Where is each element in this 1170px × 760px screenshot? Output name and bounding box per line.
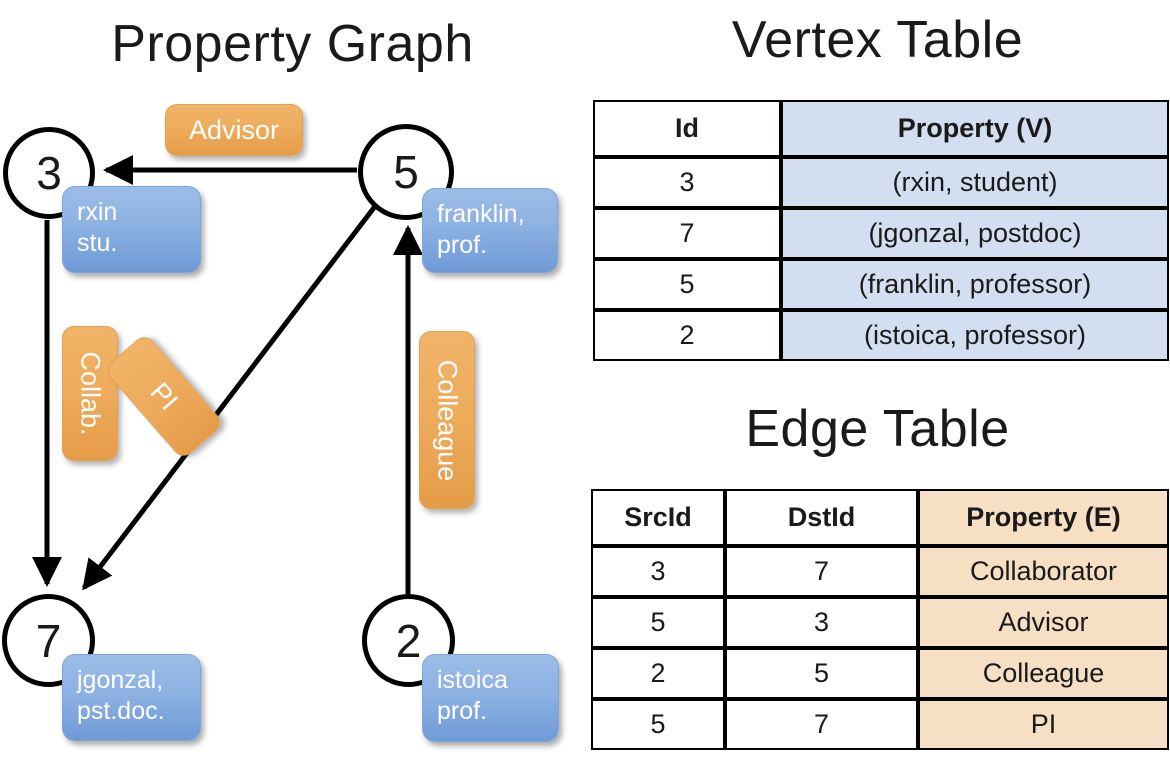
edge-property-bubble-colleague-label: Colleague [432, 359, 463, 481]
table-row[interactable]: 3 7 Collaborator [591, 546, 1169, 597]
vertex-table-cell-property: (rxin, student) [781, 157, 1169, 208]
edge-property-bubble-colleague[interactable]: Colleague [419, 331, 475, 509]
vertex-property-bubble-3-line2: stu. [77, 228, 118, 257]
page-title-property-graph: Property Graph [111, 15, 474, 73]
edge-property-bubble-collab-label: Collab. [75, 351, 106, 436]
page-title-edge-table: Edge Table [745, 400, 1010, 458]
graph-node-7-label: 7 [35, 614, 62, 667]
vertex-table-cell-property: (jgonzal, postdoc) [781, 208, 1169, 259]
vertex-property-bubble-3[interactable]: rxin stu. [62, 186, 201, 273]
edge-property-bubble-pi-label: PI [144, 376, 185, 416]
property-graph-diagram: 3 5 7 2 rxin stu. franklin, prof. jgonza… [2, 104, 559, 742]
page-title-vertex-table: Vertex Table [731, 11, 1024, 69]
vertex-property-bubble-5[interactable]: franklin, prof. [422, 188, 558, 273]
vertex-property-bubble-2[interactable]: istoica prof. [422, 654, 559, 742]
vertex-table-header-id: Id [593, 100, 781, 157]
edge-table-cell-srcid: 3 [591, 546, 725, 597]
edge-property-bubble-advisor-label: Advisor [188, 114, 280, 145]
vertex-property-bubble-5-line1: franklin, [437, 200, 525, 228]
edge-table-cell-property: Advisor [918, 597, 1169, 648]
edge-table-cell-srcid: 5 [591, 699, 725, 750]
edge-table-cell-srcid: 2 [591, 648, 725, 699]
vertex-table-cell-id: 3 [593, 157, 781, 208]
table-row[interactable]: 7 (jgonzal, postdoc) [593, 208, 1169, 259]
vertex-property-bubble-7-line2: pst.doc. [77, 696, 165, 725]
graph-edge-5-to-7 [82, 203, 378, 591]
vertex-property-bubble-2-line2: prof. [437, 696, 488, 725]
vertex-table-cell-id: 5 [593, 259, 781, 310]
vertex-property-bubble-5-line2: prof. [437, 230, 488, 259]
edge-property-bubble-collab[interactable]: Collab. [62, 326, 118, 461]
edge-table-header-dstid: DstId [725, 489, 918, 546]
edge-table-header-property: Property (E) [918, 489, 1169, 546]
table-row[interactable]: 5 7 PI [591, 699, 1169, 750]
graph-node-5[interactable]: 5 [358, 124, 454, 220]
edge-table-header-srcid: SrcId [591, 489, 725, 546]
table-row[interactable]: 2 (istoica, professor) [593, 310, 1169, 361]
table-row[interactable]: 5 (franklin, professor) [593, 259, 1169, 310]
vertex-table-header-property: Property (V) [781, 100, 1169, 157]
edge-table-cell-dstid: 7 [725, 546, 918, 597]
table-row[interactable]: 5 3 Advisor [591, 597, 1169, 648]
vertex-property-bubble-3-line1: rxin [77, 198, 118, 226]
edge-table-cell-property: Colleague [918, 648, 1169, 699]
edge-table: SrcId DstId Property (E) 3 7 Collaborato… [591, 489, 1169, 750]
graph-node-2-label: 2 [395, 614, 422, 667]
edge-table-cell-dstid: 7 [725, 699, 918, 750]
vertex-table-cell-id: 7 [593, 208, 781, 259]
edge-table-cell-dstid: 5 [725, 648, 918, 699]
edge-table-cell-srcid: 5 [591, 597, 725, 648]
vertex-table-cell-property: (istoica, professor) [781, 310, 1169, 361]
table-row[interactable]: 2 5 Colleague [591, 648, 1169, 699]
graph-node-3-label: 3 [36, 147, 62, 199]
vertex-property-bubble-7[interactable]: jgonzal, pst.doc. [62, 654, 201, 741]
vertex-table-cell-property: (franklin, professor) [781, 259, 1169, 310]
table-row[interactable]: 3 (rxin, student) [593, 157, 1169, 208]
table-header-row: SrcId DstId Property (E) [591, 489, 1169, 546]
edge-table-cell-dstid: 3 [725, 597, 918, 648]
graph-node-2[interactable]: 2 [362, 594, 455, 687]
vertex-table-cell-id: 2 [593, 310, 781, 361]
graph-node-5-label: 5 [393, 146, 419, 198]
edge-table-cell-property: PI [918, 699, 1169, 750]
graph-edge-lines [32, 155, 423, 594]
edge-table-cell-property: Collaborator [918, 546, 1169, 597]
vertex-property-bubble-2-line1: istoica [437, 666, 508, 694]
vertex-table: Id Property (V) 3 (rxin, student) 7 (jgo… [593, 100, 1169, 361]
vertex-property-bubble-7-line1: jgonzal, [77, 666, 164, 694]
edge-property-bubble-advisor[interactable]: Advisor [165, 104, 303, 156]
table-header-row: Id Property (V) [593, 100, 1169, 157]
